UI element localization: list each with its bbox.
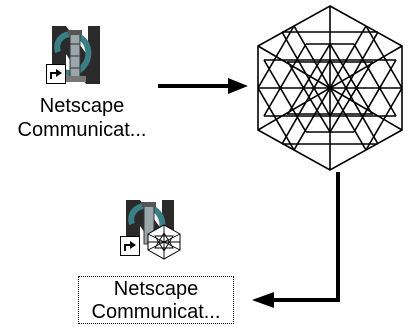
shortcut-arrow-icon bbox=[46, 64, 66, 84]
geodesic-sphere-icon bbox=[252, 4, 408, 172]
icon-label-line1: Netscape bbox=[113, 278, 199, 300]
desktop-icon-netscape-original[interactable] bbox=[44, 22, 104, 88]
desktop-icon-netscape-custom-label[interactable]: Netscape Communicat... bbox=[78, 276, 234, 324]
desktop-icon-netscape-original-label: Netscape Communicat... bbox=[8, 94, 156, 142]
desktop-icon-netscape-custom[interactable] bbox=[118, 196, 184, 260]
shortcut-arrow-icon bbox=[120, 236, 140, 256]
arrow-down-left-icon bbox=[248, 172, 348, 312]
geodesic-sphere-icon bbox=[146, 224, 182, 260]
icon-label-line1: Netscape bbox=[39, 95, 125, 117]
icon-label-line2: Communicat... bbox=[17, 119, 147, 141]
arrow-right-icon bbox=[158, 76, 250, 96]
icon-label-line2: Communicat... bbox=[91, 301, 221, 323]
